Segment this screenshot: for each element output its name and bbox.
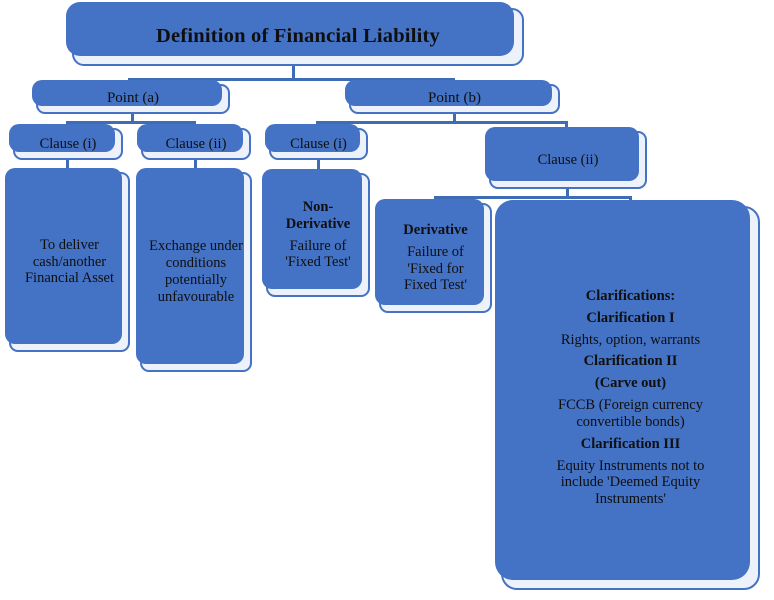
node-leaf-derivative-line2: 'Fixed for: [407, 260, 464, 277]
node-point-a-clause-ii[interactable]: Clause (ii): [137, 124, 251, 160]
node-point-b-clause-i-label: Clause (i): [290, 135, 347, 152]
connector-point-b-bus: [316, 121, 568, 124]
node-definition-of-financial-liability[interactable]: Definition of Financial Liability: [66, 2, 524, 66]
node-point-a-clause-i[interactable]: Clause (i): [9, 124, 123, 160]
node-point-a-clause-ii-label: Clause (ii): [165, 135, 227, 152]
node-title-label: Definition of Financial Liability: [156, 25, 440, 48]
node-leaf-non-derivative-line1: Failure of: [289, 237, 347, 254]
node-leaf-derivative[interactable]: Derivative Failure of 'Fixed for Fixed T…: [375, 199, 492, 313]
connector-clause-b-ii-bus: [434, 196, 632, 199]
node-point-b-label: Point (b): [428, 90, 481, 107]
clarifications-title: Clarifications:: [585, 288, 676, 305]
clarification-3-heading: Clarification III: [580, 435, 681, 452]
connector-clause-a-i-to-leaf: [66, 160, 69, 174]
node-leaf-deliver-cash[interactable]: To deliver cash/another Financial Asset: [5, 168, 130, 352]
node-leaf-derivative-line3: Fixed Test': [404, 277, 467, 294]
node-point-b[interactable]: Point (b): [345, 80, 560, 114]
node-leaf-non-derivative[interactable]: Non-Derivative Failure of 'Fixed Test': [262, 169, 370, 297]
node-leaf-exchange-conditions[interactable]: Exchange under conditions potentially un…: [136, 168, 252, 372]
connector-point-b-stem: [453, 114, 456, 123]
clarification-1-body: Rights, option, warrants: [560, 331, 701, 348]
clarification-1-heading: Clarification I: [586, 309, 675, 326]
connector-root-stem: [292, 66, 295, 79]
node-leaf-deliver-cash-text: To deliver cash/another Financial Asset: [24, 236, 114, 287]
node-point-a[interactable]: Point (a): [32, 80, 230, 114]
connector-clause-b-i-to-leaf: [317, 160, 320, 175]
node-point-b-clause-ii-label: Clause (ii): [537, 151, 599, 168]
node-point-a-label: Point (a): [106, 90, 160, 107]
node-leaf-derivative-heading: Derivative: [403, 221, 468, 238]
node-leaf-derivative-line1: Failure of: [407, 243, 464, 260]
node-point-a-clause-i-label: Clause (i): [39, 135, 97, 152]
node-point-b-clause-ii[interactable]: Clause (ii): [485, 127, 647, 189]
connector-clause-a-ii-to-leaf: [194, 160, 197, 174]
connector-root-bus: [128, 78, 455, 81]
clarification-3-body-line1: Equity Instruments not to: [556, 457, 705, 474]
clarification-3-body-line3: Instruments': [594, 491, 667, 508]
connector-clause-b-ii-stem: [566, 189, 569, 198]
node-leaf-non-derivative-heading: Non-Derivative: [285, 198, 351, 232]
node-panel-clarifications[interactable]: Clarifications: Clarification I Rights, …: [495, 200, 760, 590]
clarification-2-heading: Clarification II: [583, 353, 678, 370]
connector-point-a-stem: [131, 114, 134, 123]
connector-point-b-to-clause-ii: [565, 121, 568, 132]
clarification-2-body-line1: FCCB (Foreign currency: [558, 397, 703, 414]
node-leaf-non-derivative-line2: 'Fixed Test': [285, 254, 351, 271]
node-leaf-exchange-conditions-text: Exchange under conditions potentially un…: [149, 238, 243, 305]
clarification-3-body-line2: include 'Deemed Equity: [560, 474, 701, 491]
clarification-2-subheading: (Carve out): [594, 375, 667, 392]
clarification-2-body-line2: convertible bonds): [576, 413, 685, 430]
node-point-b-clause-i[interactable]: Clause (i): [265, 124, 368, 160]
connector-point-a-bus: [66, 121, 196, 124]
